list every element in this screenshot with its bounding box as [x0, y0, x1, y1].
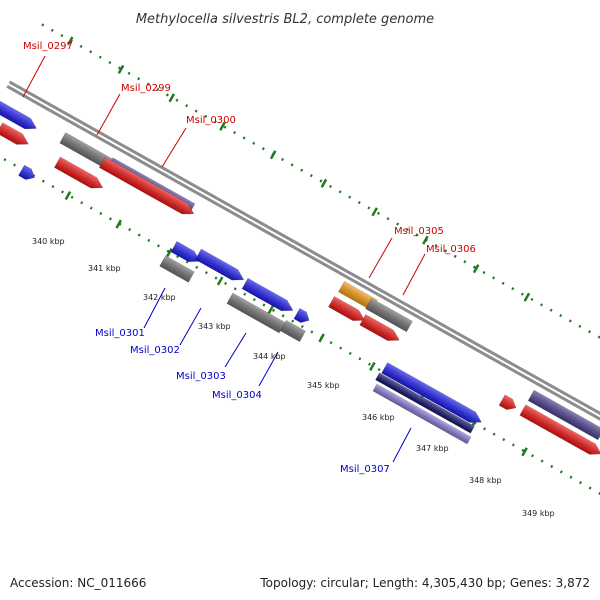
label-leaders [22, 55, 426, 463]
major-tick [369, 361, 376, 371]
major-tick [115, 219, 122, 229]
gene-feature-shade [359, 314, 400, 341]
major-ticks [64, 36, 531, 457]
major-tick [168, 93, 176, 103]
genome-summary-text: Topology: circular; Length: 4,305,430 bp… [259, 576, 590, 590]
genome-track [0, 23, 600, 517]
major-tick [320, 178, 328, 188]
gene-label-forward[interactable]: Msil_0299 [121, 83, 171, 94]
map-title: Methylocella silvestris BL2, complete ge… [136, 12, 434, 27]
major-tick [219, 121, 226, 131]
gene-feature-shade [159, 255, 195, 283]
gene-label-reverse[interactable]: Msil_0301 [95, 328, 145, 339]
leader-line [402, 253, 426, 296]
major-tick [422, 235, 429, 245]
major-tick [64, 191, 72, 201]
backbone-line-outer [8, 80, 600, 456]
gene-feature-shade [59, 132, 117, 172]
gene-feature-shade [381, 362, 482, 423]
tick-label: 349 kbp [522, 509, 555, 518]
major-tick [66, 36, 74, 46]
gene-features [0, 99, 600, 455]
gene-feature-shade [195, 249, 244, 281]
gene-feature-shade [0, 122, 29, 145]
gene-feature-shade [372, 384, 472, 444]
major-tick [216, 276, 224, 286]
gene-label-forward[interactable]: Msil_0305 [394, 226, 444, 237]
leader-line [258, 351, 279, 387]
major-tick [267, 304, 275, 315]
tick-label: 342 kbp [143, 293, 176, 302]
major-tick [371, 207, 378, 217]
major-tick [472, 264, 480, 274]
accession-text: Accession: NC_011666 [10, 576, 146, 590]
major-tick [117, 64, 125, 74]
gene-label-reverse[interactable]: Msil_0303 [176, 371, 226, 382]
gene-feature-shade [499, 394, 516, 410]
tick-label: 344 kbp [253, 352, 286, 361]
major-tick [523, 292, 531, 302]
backbone-line-inner [6, 85, 600, 460]
gene-feature-shade [519, 404, 600, 455]
tick-label: 347 kbp [416, 444, 449, 453]
gene-feature-shade [99, 157, 194, 215]
gene-feature-shade [365, 298, 413, 332]
gene-feature-shade [293, 308, 310, 323]
gene-feature-shade [338, 281, 378, 311]
tick-label: 343 kbp [198, 322, 231, 331]
gene-feature-shade [170, 241, 201, 262]
major-tick [269, 150, 277, 160]
gene-label-reverse[interactable]: Msil_0302 [130, 345, 180, 356]
major-tick [318, 333, 325, 343]
gene-label-forward[interactable]: Msil_0306 [426, 244, 476, 255]
tick-label: 345 kbp [307, 381, 340, 390]
gene-feature-shade [18, 165, 35, 180]
leader-line [179, 307, 202, 346]
major-tick [521, 447, 528, 457]
tick-label: 348 kbp [469, 476, 502, 485]
gene-feature-shade [528, 390, 600, 440]
leader-line [22, 55, 46, 98]
tick-label: 346 kbp [362, 413, 395, 422]
gene-label-forward[interactable]: Msil_0297 [23, 41, 73, 52]
tick-label: 341 kbp [88, 264, 121, 273]
gene-feature-shade [375, 372, 475, 434]
gene-feature-shade [280, 320, 306, 342]
tick-label: 340 kbp [32, 237, 65, 246]
gene-feature-shade [54, 157, 103, 189]
leader-line [368, 237, 393, 279]
gene-feature-shade [242, 278, 293, 311]
tick-labels: 340 kbp 341 kbp 342 kbp 343 kbp 344 kbp … [32, 237, 555, 518]
leader-line [392, 427, 412, 463]
gene-label-forward[interactable]: Msil_0300 [186, 115, 236, 126]
leader-line [161, 127, 187, 168]
leader-line [96, 93, 121, 136]
gene-labels: Msil_0297 Msil_0299 Msil_0300 Msil_0305 … [23, 41, 476, 475]
gene-feature-shade [226, 293, 286, 333]
gene-feature-shade [328, 296, 365, 321]
major-tick [166, 247, 173, 258]
gene-label-reverse[interactable]: Msil_0307 [340, 464, 390, 475]
leader-line [224, 332, 247, 368]
leader-line [143, 287, 166, 329]
gene-label-reverse[interactable]: Msil_0304 [212, 390, 262, 401]
gene-feature-shade [0, 100, 37, 129]
